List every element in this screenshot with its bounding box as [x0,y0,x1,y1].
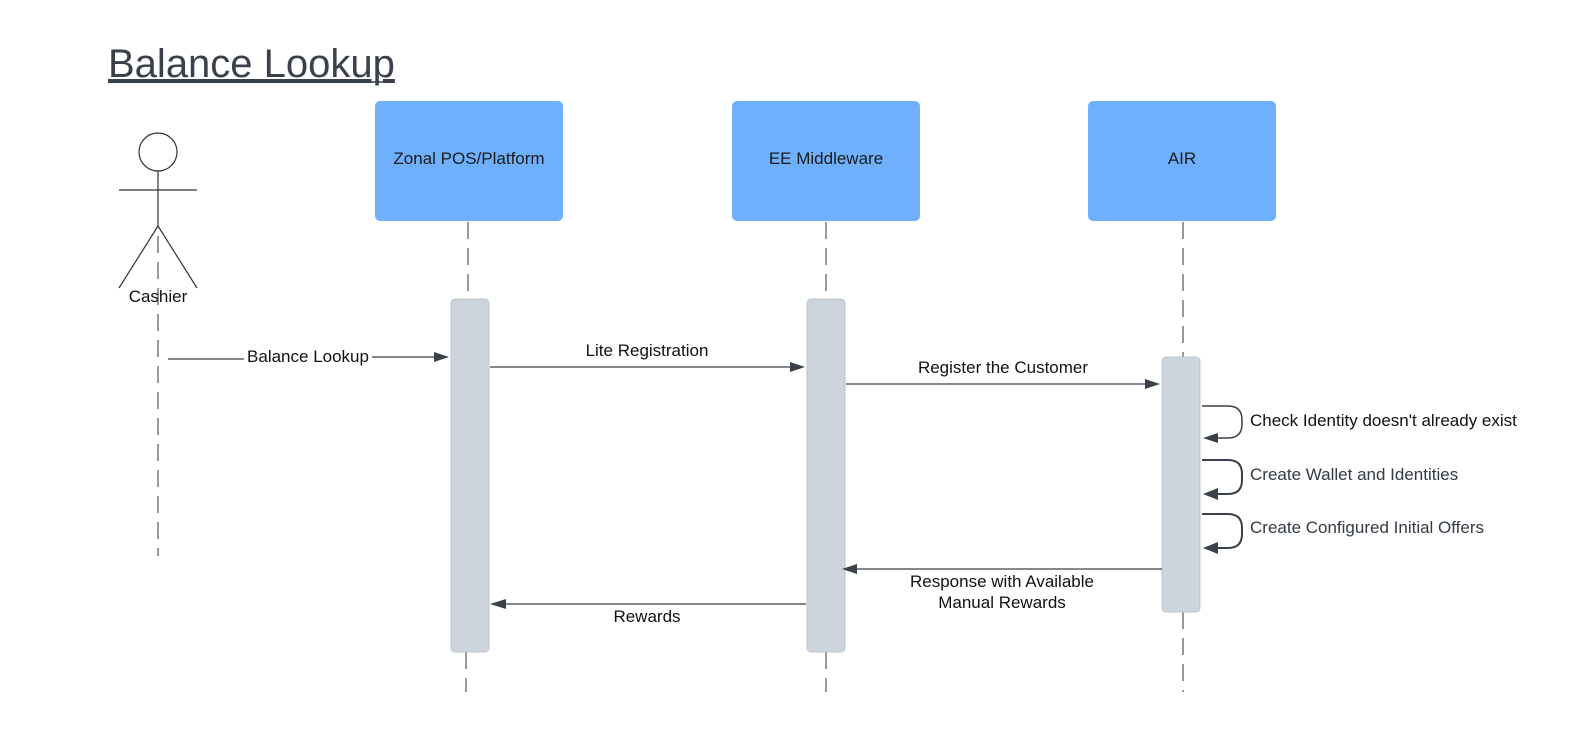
self-message-label: Create Configured Initial Offers [1250,518,1484,537]
message-label-line1: Response with Available [910,572,1094,591]
actor-cashier: Cashier [118,132,198,306]
message-label: Balance Lookup [247,347,369,366]
participant-label: AIR [1168,149,1196,168]
participant-box [1088,101,1276,221]
message-rewards: Rewards [490,599,806,626]
participant-air: AIR [1088,101,1276,221]
arrowhead-icon [434,352,449,362]
participant-label: Zonal POS/Platform [393,149,544,168]
message-label: Lite Registration [586,341,709,360]
arrowhead-icon [1145,379,1160,389]
actor-left-leg [118,225,159,289]
self-message-check-identity: Check Identity doesn't already exist [1202,405,1517,443]
arrowhead-icon [1203,542,1218,554]
message-response-rewards: Response with Available Manual Rewards [842,564,1162,612]
message-label: Register the Customer [918,358,1088,377]
arrowhead-icon [1203,433,1218,443]
arrowhead-icon [1203,488,1218,500]
self-loop-line [1202,513,1243,549]
activation-bar-air [1161,356,1201,613]
message-label: Rewards [613,607,680,626]
message-lite-registration: Lite Registration [490,341,805,372]
message-register-customer: Register the Customer [846,358,1160,389]
participant-ee-middleware: EE Middleware [732,101,920,221]
activation-bar-zonal [450,298,490,653]
self-message-label: Create Wallet and Identities [1250,465,1458,484]
arrowhead-icon [790,362,805,372]
self-message-create-offers: Create Configured Initial Offers [1202,513,1484,554]
participant-label: EE Middleware [769,149,883,168]
self-loop-line [1202,459,1243,495]
arrowhead-icon [490,599,506,609]
participant-zonal-pos: Zonal POS/Platform [375,101,563,221]
arrowhead-icon [842,564,857,574]
participant-box [375,101,563,221]
self-loop-line [1202,405,1243,439]
message-balance-lookup: Balance Lookup [168,347,449,366]
message-label-line2: Manual Rewards [938,593,1066,612]
actor-right-leg [157,225,198,289]
self-message-label: Check Identity doesn't already exist [1250,411,1517,430]
self-message-create-wallet: Create Wallet and Identities [1202,459,1458,500]
actor-head [138,132,178,172]
participant-box [732,101,920,221]
diagram-title: Balance Lookup [108,42,395,86]
activation-bar-middleware [806,298,846,653]
